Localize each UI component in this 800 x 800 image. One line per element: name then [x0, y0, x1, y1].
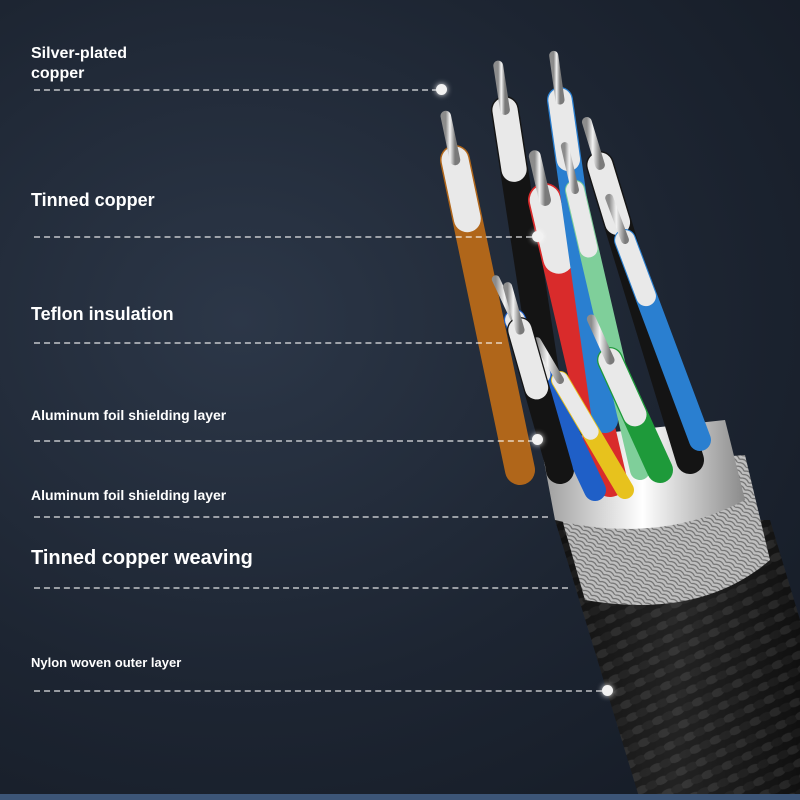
- teflon-sleeve: [615, 230, 656, 307]
- leader-line: [34, 236, 532, 238]
- teflon-sleeve: [598, 348, 647, 427]
- leader-line: [34, 516, 548, 518]
- silver-conductor-tip: [560, 142, 579, 194]
- teflon-sleeve: [441, 146, 481, 233]
- leader-dot: [602, 685, 613, 696]
- silver-conductor-tip: [440, 110, 461, 166]
- leader-line: [34, 342, 502, 344]
- teflon-sleeve: [492, 97, 527, 182]
- silver-conductor-tip: [549, 50, 565, 105]
- silver-conductor-tip: [586, 314, 615, 365]
- silver-conductor-tip: [605, 193, 629, 244]
- silver-conductor-tip: [533, 337, 564, 384]
- teflon-sleeve: [508, 318, 549, 400]
- callout-label: Teflon insulation: [31, 304, 174, 324]
- teflon-sleeve: [551, 371, 599, 440]
- callout-label: Silver-plated copper: [31, 45, 128, 82]
- callout-label: Tinned copper: [31, 190, 155, 210]
- leader-line: [34, 690, 602, 692]
- callout-label: Aluminum foil shielding layer: [31, 487, 227, 503]
- inner-wires: [440, 50, 711, 501]
- leader-dot: [532, 231, 543, 242]
- teflon-sleeve: [566, 181, 598, 258]
- leader-dot: [532, 434, 543, 445]
- leader-line: [34, 440, 534, 442]
- leader-dot: [436, 84, 447, 95]
- leader-line: [34, 89, 438, 91]
- silver-conductor-tip: [528, 150, 551, 206]
- teflon-sleeve: [529, 184, 574, 274]
- callout-label: Aluminum foil shielding layer: [31, 407, 227, 423]
- callout-label: Tinned copper weaving: [31, 547, 253, 569]
- bottom-edge-bar: [0, 794, 800, 800]
- leader-line: [34, 587, 568, 589]
- silver-conductor-tip: [503, 282, 525, 335]
- callout-label: Nylon woven outer layer: [31, 655, 182, 670]
- silver-conductor-tip: [493, 60, 510, 115]
- silver-conductor-tip: [581, 117, 605, 170]
